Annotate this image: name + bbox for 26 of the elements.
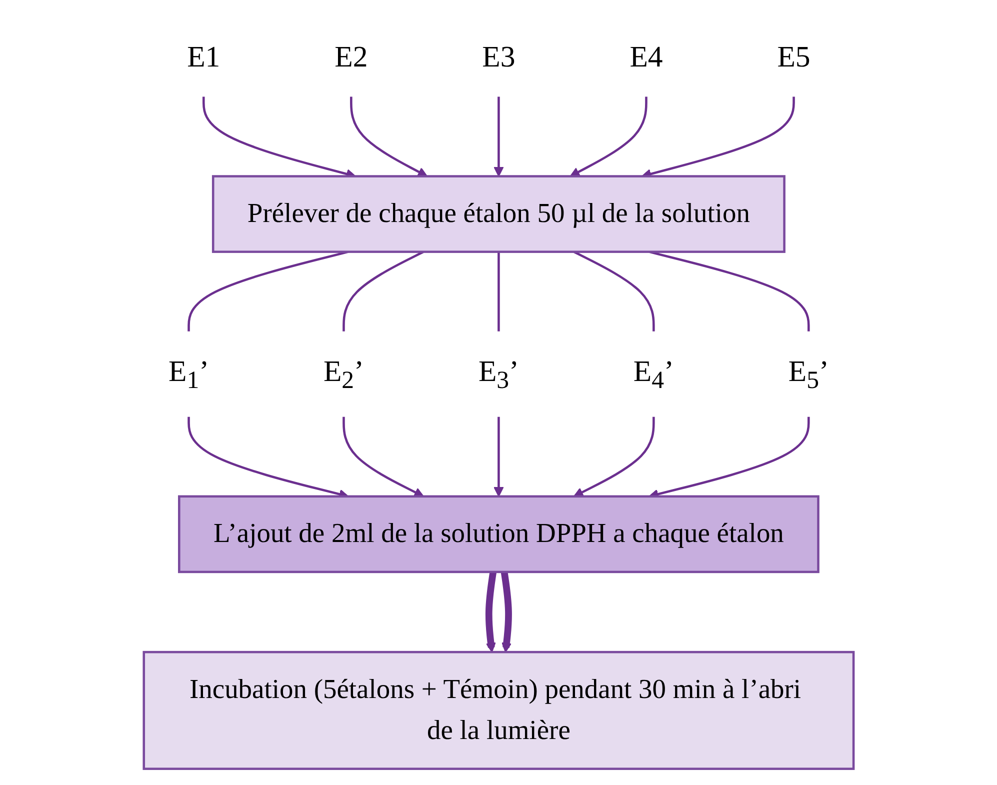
node-text: E3 xyxy=(482,40,516,73)
connector xyxy=(573,250,655,332)
node-text: E$_{5}$’ xyxy=(788,354,829,394)
arrow xyxy=(342,416,424,496)
arrow xyxy=(485,570,496,652)
node-text: E$_{4}$’ xyxy=(633,354,674,394)
arrow xyxy=(493,416,504,496)
node-text: E$_{1}$’ xyxy=(168,354,209,394)
node-box: L’ajout de 2ml de la solution DPPH a chaque étalon xyxy=(178,494,820,573)
arrow xyxy=(500,570,512,652)
node-text: E2 xyxy=(334,40,368,73)
arrow xyxy=(570,96,648,176)
connector xyxy=(648,250,810,332)
node-text: E5 xyxy=(777,40,810,73)
connector xyxy=(497,251,500,332)
node-text: E1 xyxy=(186,40,220,73)
node-box: Prélever de chaque étalon 50 µl de la solution xyxy=(212,174,786,252)
node-text: E$_{2}$’ xyxy=(323,354,364,394)
arrow xyxy=(493,96,504,176)
arrow xyxy=(350,96,428,176)
arrow xyxy=(573,416,655,496)
node-box: Incubation (5étalons + Témoin) pendant 30 min à l’abri de la lumière xyxy=(142,650,854,770)
connector xyxy=(342,250,424,332)
connector xyxy=(187,250,348,332)
node-text: E$_{3}$’ xyxy=(478,354,519,394)
node-text: E4 xyxy=(630,40,663,73)
